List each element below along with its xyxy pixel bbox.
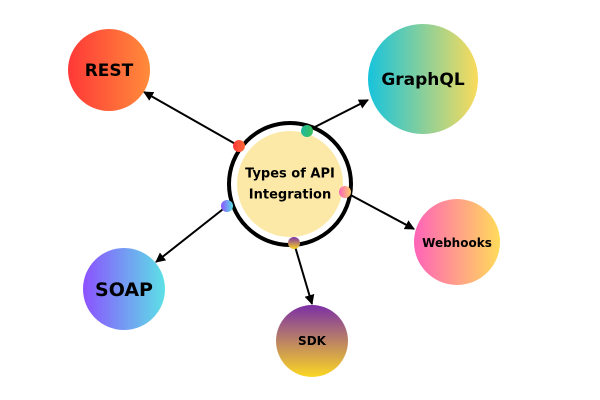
ring-dots — [221, 125, 351, 249]
node-sdk-circle — [276, 305, 348, 377]
node-rest-label: REST — [85, 61, 134, 81]
node-soap-label: SOAP — [95, 279, 153, 301]
center-fill — [237, 131, 343, 237]
center-title-line2: Integration — [249, 188, 331, 203]
node-sdk: SDK — [276, 305, 348, 377]
node-rest: REST — [68, 29, 150, 111]
node-rest-circle — [68, 29, 150, 111]
node-webhooks: Webhooks — [414, 199, 500, 285]
node-graphql-circle — [368, 24, 478, 134]
node-sdk-label: SDK — [298, 334, 327, 348]
connector-graphql — [306, 99, 369, 132]
dot-sdk — [288, 237, 300, 249]
node-webhooks-circle — [414, 199, 500, 285]
node-soap-circle — [83, 248, 165, 330]
connector-soap — [155, 205, 228, 263]
connector-sdk — [293, 242, 315, 305]
connector-rest — [143, 91, 240, 147]
dot-webhooks — [339, 186, 351, 198]
node-graphql: GraphQL — [368, 24, 478, 134]
dot-rest — [233, 140, 245, 152]
connector-webhooks — [344, 191, 415, 230]
node-soap: SOAP — [83, 248, 165, 330]
dot-soap — [221, 200, 233, 212]
center-hub: Types of API Integration — [227, 121, 353, 247]
center-title-line1: Types of API — [245, 167, 335, 182]
connectors — [143, 91, 415, 305]
node-graphql-label: GraphQL — [381, 70, 465, 90]
node-webhooks-label: Webhooks — [422, 236, 492, 250]
dot-graphql — [301, 125, 313, 137]
